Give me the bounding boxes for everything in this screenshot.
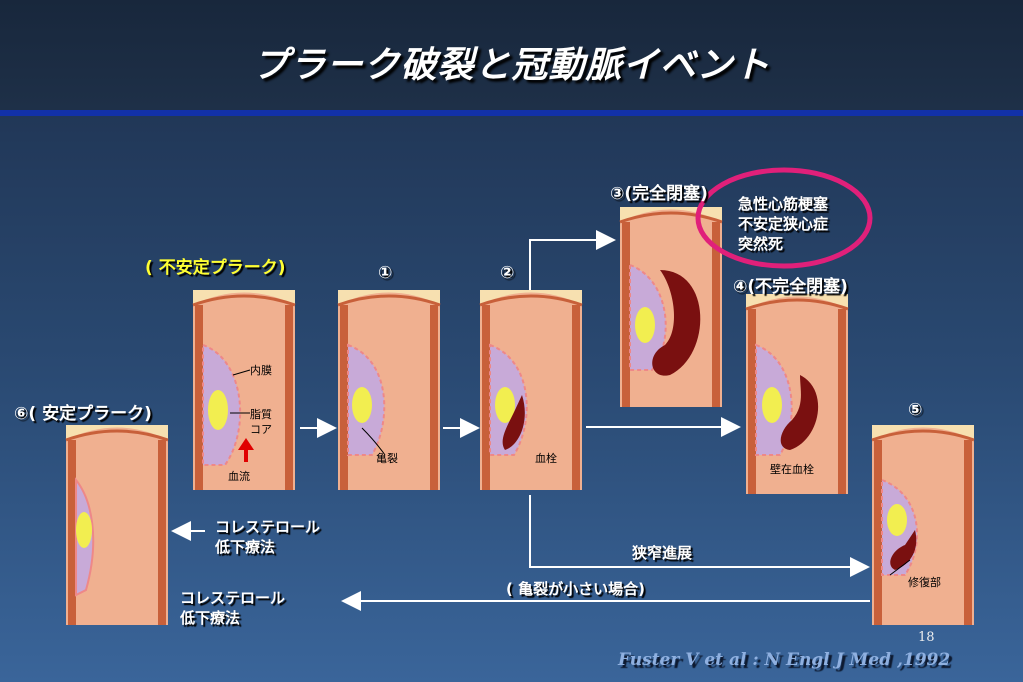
annotation-thrombus: 血栓 — [535, 452, 557, 465]
annotation-lipid-core-2: コア — [250, 423, 272, 436]
vessel-stage4 — [745, 294, 849, 494]
annotation-fissure: 亀裂 — [376, 452, 398, 465]
label-stage3: ③(完全閉塞) — [610, 184, 708, 204]
annotation-intima: 内膜 — [250, 364, 272, 377]
label-small-fissure: ( 亀裂が小さい場合) — [506, 580, 645, 598]
therapy-1-line2: 低下療法 — [215, 538, 276, 556]
label-unstable-plaque: ( 不安定プラーク) — [145, 258, 286, 278]
therapy-2-line1: コレステロール — [180, 589, 286, 607]
vessel-unstable-plaque — [192, 290, 296, 490]
vessel-stage5 — [871, 425, 975, 625]
annotation-lipid-core-1: 脂質 — [250, 408, 272, 421]
label-stenosis-progression: 狭窄進展 — [632, 544, 693, 562]
vessel-stage1 — [337, 290, 441, 490]
label-stage6: ⑥( 安定プラーク) — [14, 404, 152, 424]
title-bar — [0, 0, 1023, 110]
title-divider — [0, 110, 1023, 116]
outcome-ami: 急性心筋梗塞 — [738, 195, 829, 213]
citation: Fuster V et al : N Engl J Med ,1992 — [618, 650, 951, 670]
annotation-repair: 修復部 — [908, 576, 941, 589]
outcome-unstable-angina: 不安定狭心症 — [738, 215, 829, 233]
vessel-stable-plaque — [65, 425, 169, 625]
slide-number: 18 — [918, 630, 935, 645]
label-stage1: ① — [378, 263, 393, 283]
therapy-1-line1: コレステロール — [215, 518, 321, 536]
annotation-blood-flow: 血流 — [228, 470, 250, 483]
slide-title: プラーク破裂と冠動脈イベント — [252, 45, 771, 86]
therapy-2-line2: 低下療法 — [180, 609, 241, 627]
outcome-sudden-death: 突然死 — [738, 235, 784, 253]
outcome-highlight-ellipse — [695, 167, 873, 269]
label-stage5: ⑤ — [908, 400, 923, 420]
arrow-2-to-5 — [529, 495, 870, 577]
label-stage2: ② — [500, 263, 515, 283]
annotation-mural-thrombus: 壁在血栓 — [770, 463, 814, 476]
vessel-stage2 — [479, 290, 583, 490]
arrow-2-to-3 — [529, 230, 616, 290]
label-stage4: ④(不完全閉塞) — [733, 277, 848, 297]
